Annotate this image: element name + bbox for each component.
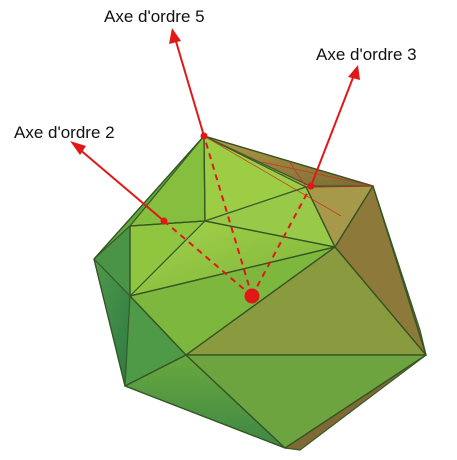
axis-order-5-label: Axe d'ordre 5 bbox=[104, 7, 205, 26]
axis-points bbox=[160, 132, 315, 304]
order3-face-lines bbox=[203, 135, 374, 217]
symmetry-axes-internal bbox=[163, 135, 312, 297]
axis-2-arrow-line bbox=[77, 147, 165, 222]
axis-order-3-label: Axe d'ordre 3 bbox=[316, 45, 417, 64]
center-point bbox=[244, 288, 260, 304]
axis-5-arrowhead bbox=[169, 28, 181, 44]
symmetry-axes-external bbox=[77, 37, 355, 222]
axis-order-2-label: Axe d'ordre 2 bbox=[14, 123, 115, 142]
axis-2-arrowhead bbox=[70, 141, 86, 155]
axis-2-dashed bbox=[163, 220, 253, 297]
axis-3-dashed bbox=[251, 185, 312, 297]
axis-3-arrowhead bbox=[348, 65, 360, 80]
axis-5-dashed bbox=[203, 135, 253, 297]
arrowheads bbox=[70, 28, 360, 155]
face bbox=[129, 135, 206, 227]
axis-5-arrow-line bbox=[174, 37, 205, 137]
axis-3-arrow-line bbox=[310, 74, 355, 187]
vertex-point bbox=[200, 132, 208, 140]
edge-midpoint bbox=[160, 217, 168, 225]
face-center-point bbox=[307, 182, 315, 190]
